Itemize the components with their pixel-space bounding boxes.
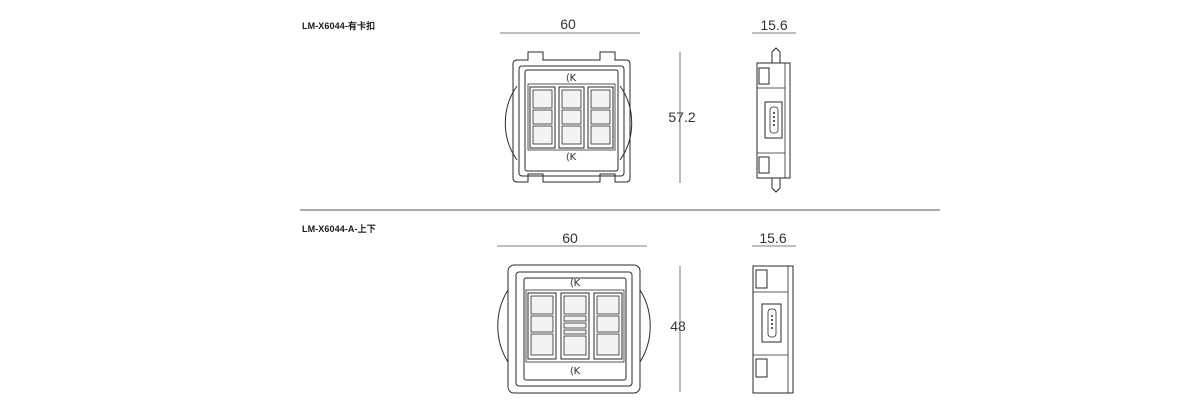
dimension-height-bottom: 48 xyxy=(670,318,686,334)
port-left xyxy=(529,86,556,149)
top-logo-icon-bottom: ⟨K xyxy=(570,278,581,289)
dimension-depth-bottom: 15.6 xyxy=(759,230,787,246)
latch-housing xyxy=(764,101,783,139)
side-view-clip xyxy=(752,32,796,193)
bottom-clip-hook xyxy=(771,178,781,193)
face-plate xyxy=(524,69,619,172)
latch-slot-bottom xyxy=(767,308,777,338)
side-window-top-bottom xyxy=(755,269,768,289)
model-label-updown: LM-X6044-A-上下 xyxy=(302,224,376,234)
right-arc xyxy=(619,85,633,161)
port-panel xyxy=(527,83,616,151)
side-window-bottom-bottom xyxy=(755,358,768,378)
dimension-depth-top: 15.6 xyxy=(760,17,788,33)
port-right-bottom xyxy=(593,292,623,360)
side-window-top xyxy=(758,67,770,85)
dimension-width-bottom: 60 xyxy=(562,230,578,246)
port-left-bottom xyxy=(527,292,557,360)
dimension-width-top: 60 xyxy=(560,16,576,32)
left-arc xyxy=(504,85,518,161)
face-plate-bottom xyxy=(523,277,627,381)
front-view-clip: ⟨K ⟨K xyxy=(500,32,681,183)
side-body-bottom xyxy=(752,265,794,394)
top-logo-icon: ⟨K xyxy=(566,73,577,84)
inner-frame-bottom xyxy=(515,271,633,387)
dimension-height-top: 57.2 xyxy=(668,109,696,125)
top-clip-hook xyxy=(771,47,781,63)
bottom-logo-icon-bottom: ⟨K xyxy=(570,366,581,377)
port-middle-bottom xyxy=(560,292,590,360)
port-panel-bottom xyxy=(525,289,625,363)
left-arc-bottom xyxy=(497,289,509,363)
side-window-bottom xyxy=(758,156,770,174)
latch-slot xyxy=(769,106,779,134)
port-middle xyxy=(558,86,585,149)
model-label-clip: LM-X6044-有卡扣 xyxy=(302,21,376,31)
latch-housing-bottom xyxy=(761,303,782,343)
right-arc-bottom xyxy=(639,289,651,363)
bottom-logo-icon: ⟨K xyxy=(566,152,577,163)
inner-frame xyxy=(518,65,625,177)
outer-frame xyxy=(512,51,631,183)
side-view-updown xyxy=(752,245,796,394)
side-body xyxy=(756,62,791,179)
port-right xyxy=(587,86,614,149)
outer-frame-bottom xyxy=(507,264,641,394)
front-view-updown: ⟨K ⟨K xyxy=(497,245,681,394)
